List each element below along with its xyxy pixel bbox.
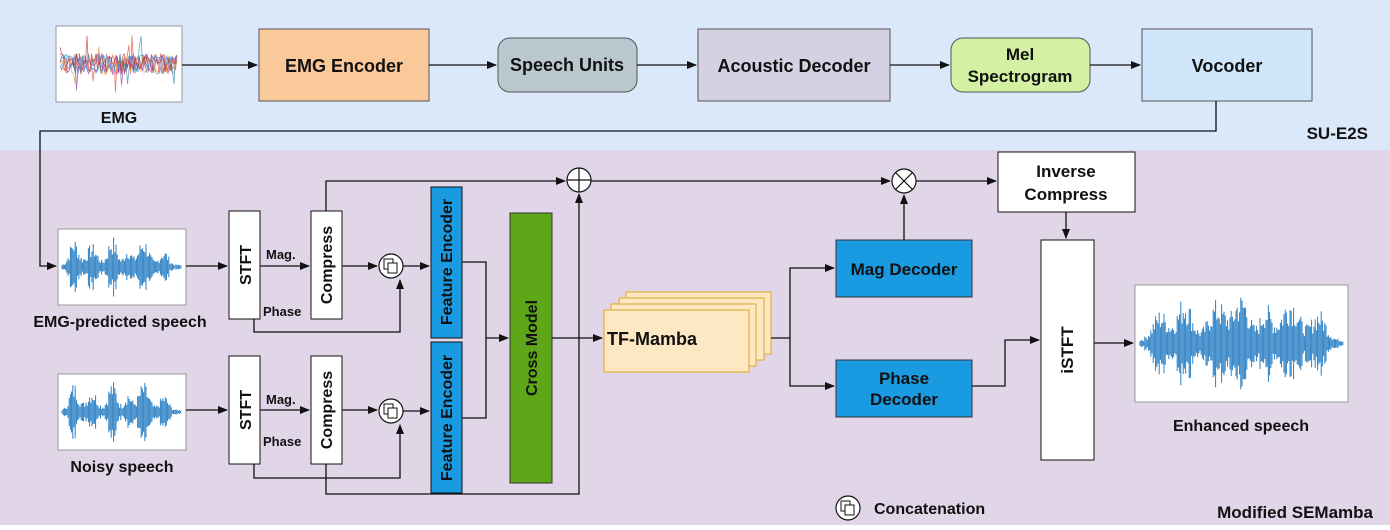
vocoder-label: Vocoder — [1192, 56, 1263, 76]
tf-mamba-label: TF-Mamba — [607, 329, 698, 349]
noisy-waveform-image — [57, 373, 187, 451]
stft-box-lower — [228, 355, 261, 465]
phase-decoder-box — [835, 359, 973, 418]
istft-label: iSTFT — [1058, 326, 1077, 374]
phase-decoder-label-line1: Phase — [879, 369, 929, 388]
inverse-compress-box — [997, 151, 1136, 213]
mag-label-upper: Mag. — [266, 247, 296, 262]
compress-box-upper — [310, 210, 343, 320]
emg-predicted-waveform-image — [57, 228, 187, 306]
concat-icon-lower — [378, 398, 404, 424]
concat-icon-upper — [378, 253, 404, 279]
inverse-compress-label-line2: Compress — [1024, 185, 1107, 204]
top-row-arrows — [39, 61, 1217, 270]
acoustic-decoder-label: Acoustic Decoder — [717, 56, 870, 76]
mag-label-lower: Mag. — [266, 392, 296, 407]
mag-decoder-box — [835, 239, 973, 298]
add-operator-icon — [566, 167, 592, 193]
feature-encoder-label-lower: Feature Encoder — [439, 355, 456, 481]
branch-arrows — [186, 177, 1134, 495]
istft-box — [1040, 239, 1095, 461]
emg-label: EMG — [101, 110, 137, 127]
mel-spectrogram-label-line1: Mel — [1006, 45, 1034, 64]
stft-box-upper — [228, 210, 261, 320]
compress-label-lower: Compress — [319, 371, 336, 449]
inverse-compress-label-line1: Inverse — [1036, 162, 1096, 181]
section-label-semamba: Modified SEMamba — [1217, 503, 1373, 522]
compress-label-upper: Compress — [319, 226, 336, 304]
section-label-su-e2s: SU-E2S — [1307, 124, 1368, 143]
stft-label-lower: STFT — [238, 390, 255, 430]
enhanced-speech-label: Enhanced speech — [1173, 418, 1309, 435]
cross-model-label: Cross Model — [524, 300, 541, 396]
multiply-operator-icon — [891, 168, 917, 194]
stft-label-upper: STFT — [238, 245, 255, 285]
emg-predicted-speech-label: EMG-predicted speech — [33, 314, 206, 331]
concatenation-legend-icon — [835, 495, 861, 521]
vocoder-box — [1141, 28, 1313, 102]
noisy-speech-label: Noisy speech — [70, 459, 173, 476]
mag-decoder-label: Mag Decoder — [851, 260, 958, 279]
phase-label-upper: Phase — [263, 304, 301, 319]
acoustic-decoder-box — [697, 28, 891, 102]
phase-label-lower: Phase — [263, 434, 301, 449]
mel-spectrogram-label-line2: Spectrogram — [968, 67, 1073, 86]
feature-encoder-upper — [430, 186, 463, 339]
enhanced-waveform-image — [1134, 284, 1349, 403]
speech-units-label: Speech Units — [510, 55, 624, 75]
emg-encoder-label: EMG Encoder — [285, 56, 403, 76]
phase-decoder-label-line2: Decoder — [870, 390, 938, 409]
feature-encoder-lower — [430, 341, 463, 494]
emg-waveform-image — [55, 25, 183, 103]
tf-mamba-stack — [603, 291, 772, 373]
concatenation-legend-label: Concatenation — [874, 501, 985, 518]
feature-encoder-label-upper: Feature Encoder — [439, 199, 456, 325]
cross-model-box — [509, 212, 553, 484]
